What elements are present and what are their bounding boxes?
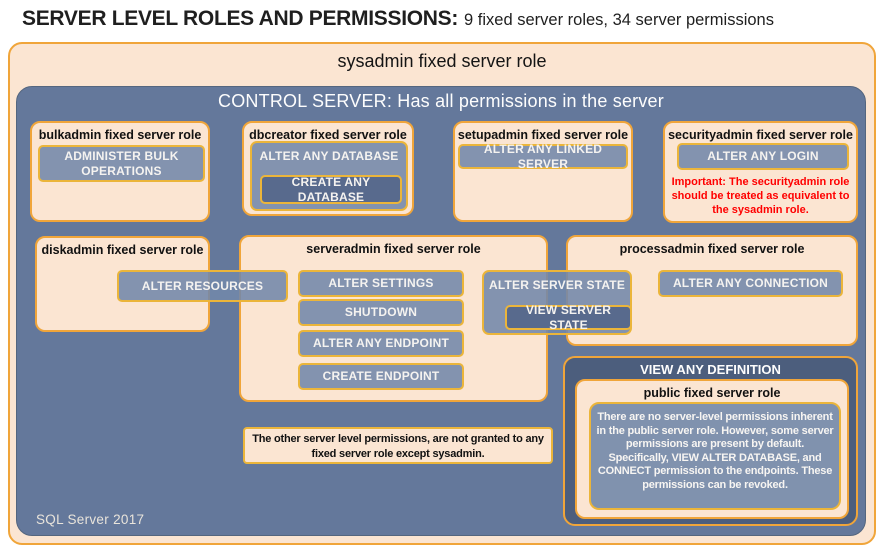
control-server-title: CONTROL SERVER: Has all permissions in t… — [218, 91, 664, 111]
processadmin-role-title: processadmin fixed server role — [619, 242, 805, 256]
permission-alter-settings: ALTER SETTINGS — [298, 270, 464, 297]
public-role-description: There are no server-level permissions in… — [589, 402, 841, 510]
permission-alter-any-database-label: ALTER ANY DATABASE — [259, 149, 399, 163]
setupadmin-role-title: setupadmin fixed server role — [457, 128, 629, 142]
securityadmin-warning-text: Important: The securityadmin role should… — [671, 176, 850, 216]
permission-administer-bulk-operations: ADMINISTER BULK OPERATIONS — [38, 145, 205, 182]
permission-alter-any-linked-server: ALTER ANY LINKED SERVER — [458, 142, 628, 171]
serveradmin-role-title: serveradmin fixed server role — [306, 242, 481, 256]
permission-create-endpoint: CREATE ENDPOINT — [298, 363, 464, 390]
permission-alter-any-connection: ALTER ANY CONNECTION — [658, 270, 843, 297]
diskadmin-role-title: diskadmin fixed server role — [41, 243, 204, 257]
permission-alter-server-state: ALTER SERVER STATE VIEW SERVER STATE — [482, 270, 632, 335]
permission-view-any-definition-label: VIEW ANY DEFINITION — [640, 362, 781, 377]
permission-alter-any-database: ALTER ANY DATABASE CREATE ANY DATABASE — [250, 141, 408, 211]
sysadmin-role-title: sysadmin fixed server role — [337, 51, 547, 71]
permission-create-any-database: CREATE ANY DATABASE — [260, 175, 402, 204]
permission-alter-any-endpoint: ALTER ANY ENDPOINT — [298, 330, 464, 357]
other-permissions-note: The other server level permissions, are … — [243, 427, 553, 464]
securityadmin-role-title: securityadmin fixed server role — [668, 128, 853, 142]
public-role-title: public fixed server role — [643, 386, 781, 400]
permission-alter-server-state-label: ALTER SERVER STATE — [488, 278, 626, 292]
setupadmin-role-box: setupadmin fixed server role — [453, 121, 633, 222]
permission-view-any-definition: VIEW ANY DEFINITION public fixed server … — [563, 356, 858, 526]
page-title-sub: 9 fixed server roles, 34 server permissi… — [464, 11, 774, 29]
permission-alter-any-login: ALTER ANY LOGIN — [677, 143, 849, 170]
public-role-box: public fixed server role There are no se… — [575, 379, 849, 519]
bulkadmin-role-title: bulkadmin fixed server role — [38, 128, 202, 142]
permission-view-server-state: VIEW SERVER STATE — [505, 303, 632, 332]
permission-alter-resources: ALTER RESOURCES — [117, 270, 288, 302]
dbcreator-role-title: dbcreator fixed server role — [249, 128, 407, 142]
page-title-main: SERVER LEVEL ROLES AND PERMISSIONS: — [22, 7, 459, 30]
securityadmin-role-box: securityadmin fixed server role — [663, 121, 858, 223]
footer-version-label: SQL Server 2017 — [36, 512, 145, 527]
permission-shutdown: SHUTDOWN — [298, 299, 464, 326]
page-title: SERVER LEVEL ROLES AND PERMISSIONS: 9 fix… — [22, 7, 862, 31]
